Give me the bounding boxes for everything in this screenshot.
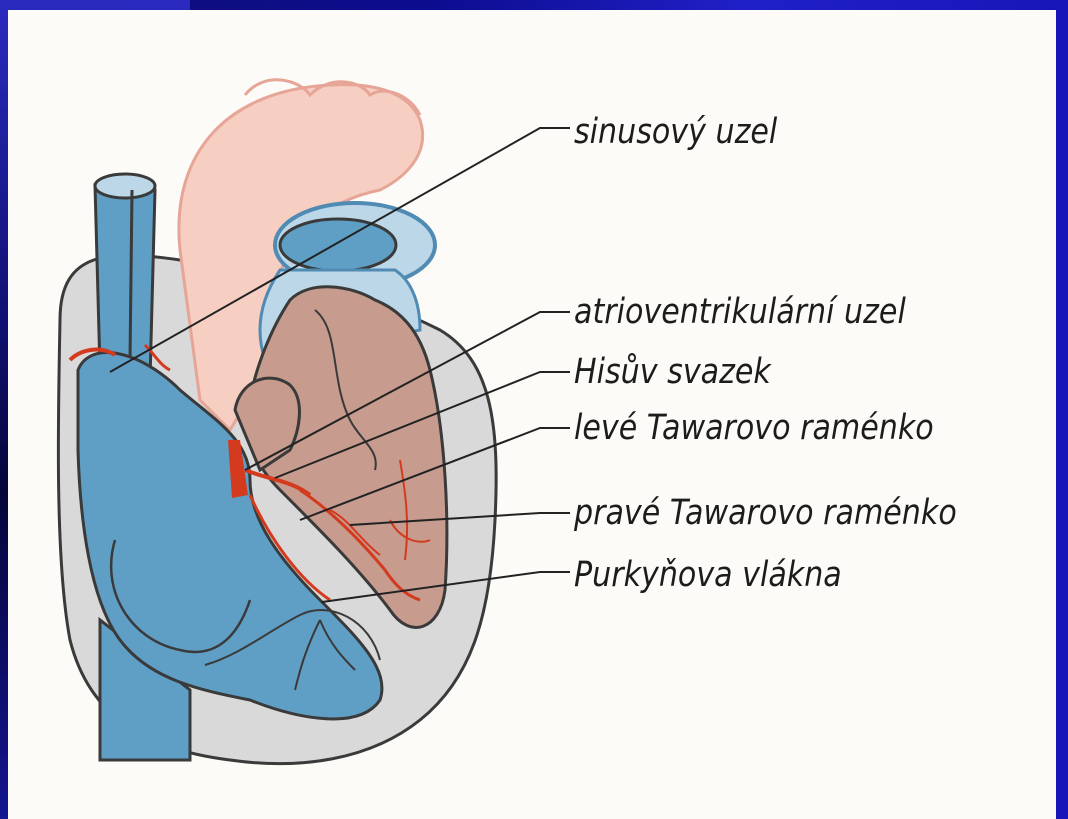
- label-purkinje-fibers: Purkyňova vlákna: [574, 555, 842, 595]
- label-right-bundle-branch: pravé Tawarovo raménko: [574, 493, 957, 533]
- label-sinus-node: sinusový uzel: [574, 112, 777, 152]
- label-av-node: atrioventrikulární uzel: [574, 292, 906, 332]
- label-his-bundle: Hisův svazek: [574, 352, 771, 392]
- label-left-bundle-branch: levé Tawarovo raménko: [574, 408, 934, 448]
